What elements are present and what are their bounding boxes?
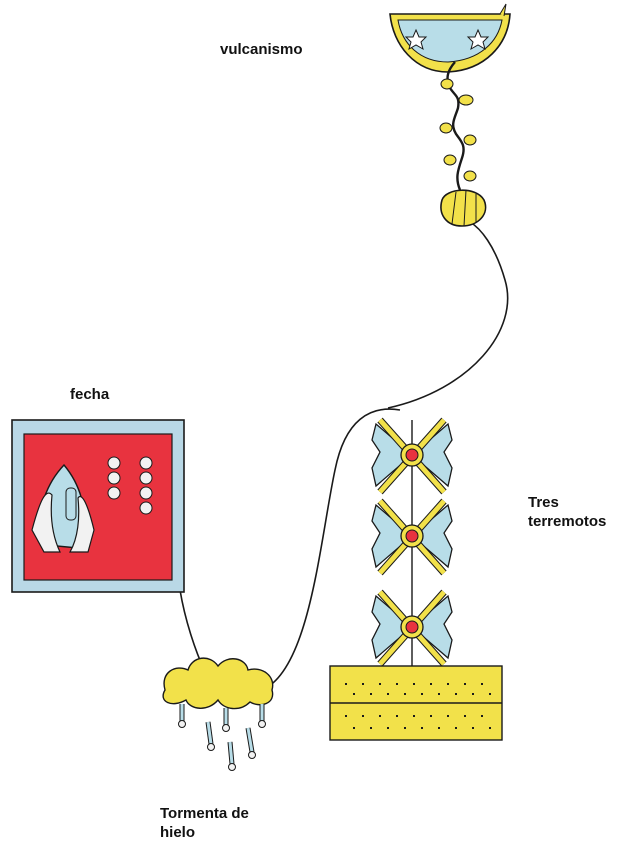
count-bead	[108, 457, 120, 469]
label-tormenta-line2: hielo	[160, 823, 249, 842]
hailstorm-glyph	[163, 658, 273, 770]
count-bead	[140, 502, 152, 514]
smoke-curl	[459, 95, 473, 105]
earth-platform	[330, 666, 502, 740]
smoke-curl	[441, 79, 453, 89]
count-bead	[140, 472, 152, 484]
label-fecha: fecha	[70, 385, 109, 404]
cloud-icon	[163, 658, 273, 708]
hailstone-icon	[259, 704, 266, 728]
hailstone-icon	[208, 722, 215, 751]
connector-line-vulcanismo	[388, 222, 508, 408]
label-vulcanismo: vulcanismo	[220, 40, 303, 59]
smoke-curl	[444, 155, 456, 165]
volcano-ball	[441, 190, 486, 226]
smoke-curl	[440, 123, 452, 133]
hailstone-icon	[223, 708, 230, 732]
label-tormenta-line1: Tormenta de	[160, 804, 249, 823]
label-tres-terremotos: Tres terremotos	[528, 493, 606, 531]
count-bead	[140, 457, 152, 469]
label-tormenta-de-hielo: Tormenta de hielo	[160, 804, 249, 842]
earthquakes-glyph	[330, 420, 502, 740]
label-tres-line2: terremotos	[528, 512, 606, 531]
count-bead	[108, 472, 120, 484]
smoke-curl	[464, 135, 476, 145]
smoke-curl	[464, 171, 476, 181]
hailstone-icon	[179, 704, 186, 728]
count-bead	[140, 487, 152, 499]
hailstone-icon	[229, 742, 236, 771]
date-glyph	[12, 420, 184, 592]
count-bead	[108, 487, 120, 499]
label-tres-line1: Tres	[528, 493, 606, 512]
volcano-glyph	[390, 4, 510, 226]
hailstone-icon	[248, 728, 256, 759]
maize-kernels-icon	[66, 488, 76, 520]
